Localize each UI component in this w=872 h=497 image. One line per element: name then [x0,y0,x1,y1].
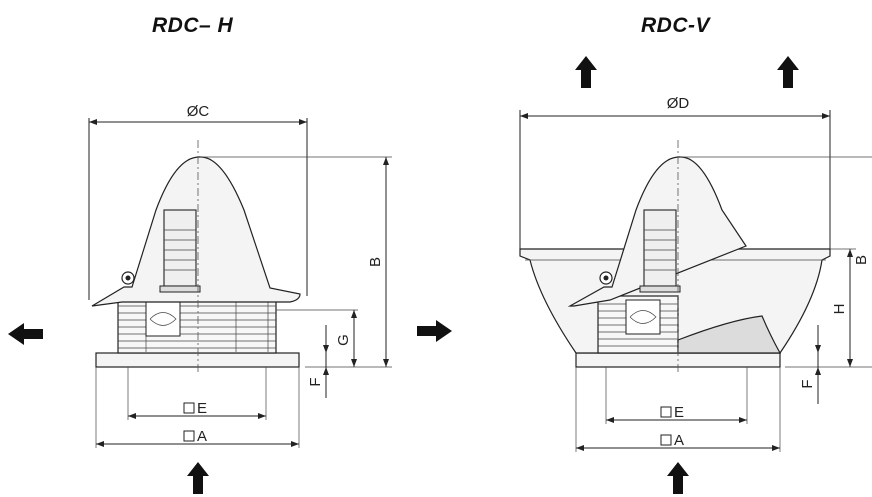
dimension-label-b: B [367,257,384,267]
square-symbol-icon [183,430,195,442]
arrow-up-icon [575,56,597,88]
dimension-label-f: F [799,379,816,388]
arrow-up-icon [187,462,209,494]
dimension-label-a: A [197,428,207,445]
dimension-label-f: F [307,377,324,386]
louvre-housing [597,295,679,354]
dimension-label-g: G [335,334,352,346]
diagram-title-rdc-v: RDC-V [641,14,710,37]
dimension-label-h: H [831,304,848,315]
motor [159,209,201,293]
dimension-label-b: B [853,255,870,265]
dimension-label-diameter-c: ØC [187,103,210,120]
square-symbol-icon [660,434,672,446]
fan-rdc-h: ØC B G F E A [8,103,452,494]
motor [639,209,681,293]
square-symbol-icon [660,406,672,418]
fan-rdc-v: ØD B H F E A [519,56,872,494]
diagram-title-rdc-h: RDC– H [152,14,234,37]
arrow-up-icon [667,462,689,494]
arrow-left-icon [8,323,43,345]
dimension-label-e: E [197,400,207,417]
dimension-label-diameter-d: ØD [667,95,690,112]
square-symbol-icon [183,402,195,414]
louvre-housing [117,297,277,354]
arrow-up-icon [777,56,799,88]
dimension-label-e: E [674,404,684,421]
deflector [677,315,782,354]
dimension-label-a: A [674,432,684,449]
base-plate [95,352,300,368]
arrow-right-icon [417,320,452,342]
